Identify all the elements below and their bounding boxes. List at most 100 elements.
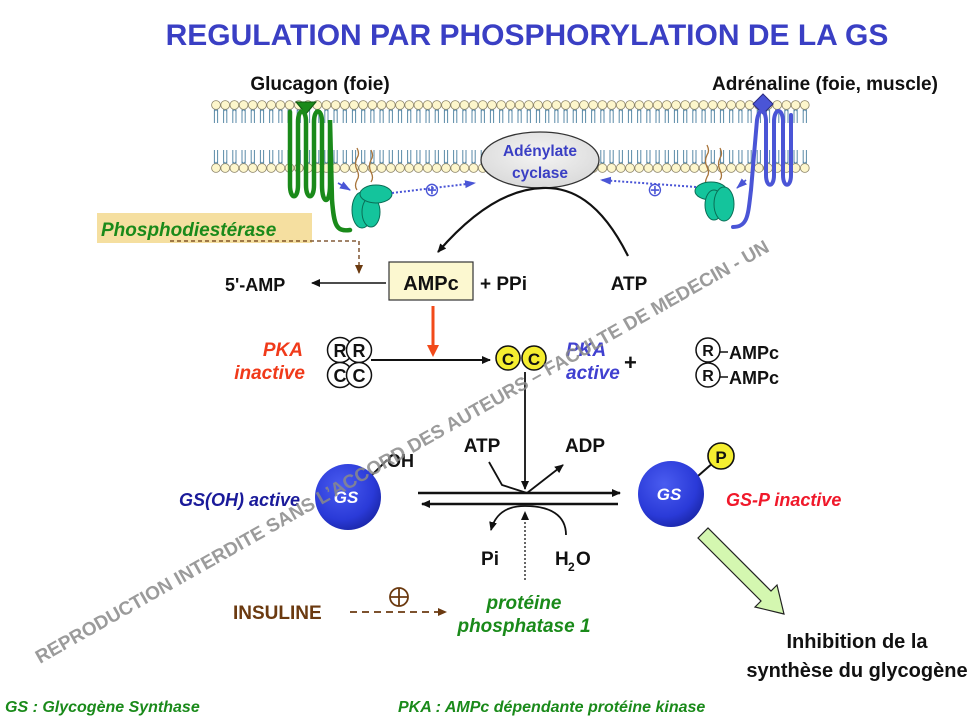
pi-release-arrow <box>489 505 526 531</box>
lipid-tail <box>729 109 734 164</box>
lipid-head <box>211 100 221 110</box>
lipid-head <box>799 163 810 173</box>
phosphate-group <box>707 442 735 470</box>
lipid-tail <box>370 109 375 164</box>
subunit-r: R <box>353 341 366 361</box>
lipid-head <box>680 100 690 110</box>
lipid-head <box>560 100 571 110</box>
lipid-tail <box>655 109 660 164</box>
lipid-head <box>551 100 562 110</box>
lipid-head <box>671 163 681 173</box>
lipid-head <box>238 100 249 110</box>
lipid-head <box>284 100 295 110</box>
lipid-head <box>597 163 608 173</box>
phosphate-label: P <box>715 448 726 467</box>
lipid-head <box>735 100 746 110</box>
lipid-tail <box>646 109 651 164</box>
lipid-head <box>661 163 672 173</box>
lipid-head <box>661 100 672 110</box>
lipid-head <box>772 100 782 110</box>
lipid-tail <box>397 109 403 164</box>
activation-plus-right-icon: ⊕ <box>647 180 663 201</box>
adenylate-cyclase-label-2: cyclase <box>512 165 568 182</box>
lipid-head <box>257 163 267 173</box>
lipid-head <box>229 100 240 110</box>
lipid-tail <box>637 109 642 164</box>
outcome-label-2: synthèse du glycogène <box>746 660 967 682</box>
lipid-head <box>579 100 589 110</box>
lipid-head <box>533 100 543 110</box>
lipid-head <box>404 163 415 173</box>
plus-sign: + <box>624 350 637 375</box>
adp-release-arrow <box>526 464 564 494</box>
lipid-head <box>431 100 442 110</box>
lipid-head <box>477 100 488 110</box>
lipid-head <box>321 100 332 110</box>
lipid-head <box>358 163 369 173</box>
lipid-tail <box>259 109 265 164</box>
lipid-head <box>634 100 644 110</box>
lipid-head <box>358 100 369 110</box>
lipid-tail <box>351 109 357 164</box>
lipid-head <box>744 100 755 110</box>
adp-reaction-label: ADP <box>565 436 605 457</box>
pka-inactive-tetramer: R R C C <box>326 336 373 389</box>
lipid-tail <box>471 109 476 164</box>
lipid-tail <box>738 109 743 164</box>
lipid-head <box>413 100 424 110</box>
atp-to-ampc-arrow <box>437 186 629 257</box>
lipid-head <box>680 163 690 173</box>
pka-definition: PKA : AMPc dépendante protéine kinase <box>398 699 705 716</box>
lipid-head <box>698 100 709 110</box>
lipid-tail <box>664 109 669 164</box>
lipid-head <box>625 100 635 110</box>
lipid-head <box>266 163 277 173</box>
pka-active-label-1: PKA <box>566 340 606 361</box>
lipid-head <box>790 100 801 110</box>
lipid-head <box>606 100 617 110</box>
pp1-label-1: protéine <box>486 593 562 614</box>
insulin-label: INSULINE <box>233 603 322 624</box>
r-ampc-complex: R R AMPc AMPc <box>695 337 779 388</box>
lipid-head <box>339 163 350 173</box>
h2o-label-o: O <box>576 549 591 570</box>
activation-plus-left-icon: ⊕ <box>424 180 440 201</box>
lipid-head <box>753 163 764 173</box>
lipid-head <box>726 163 736 173</box>
subunit-r: R <box>702 368 714 385</box>
lipid-head <box>542 100 552 110</box>
lipid-tail <box>241 109 246 164</box>
pi-label: Pi <box>481 549 499 570</box>
lipid-head <box>220 163 231 173</box>
lipid-head <box>248 100 258 110</box>
lipid-tail <box>342 109 347 164</box>
lipid-head <box>625 163 635 173</box>
lipid-head <box>211 163 221 173</box>
gs-inactive-sphere <box>638 461 704 527</box>
lipid-head <box>459 100 470 110</box>
lipid-head <box>717 100 727 110</box>
lipid-head <box>404 100 415 110</box>
h2o-label-h: H <box>555 549 569 570</box>
lipid-tail <box>710 109 715 164</box>
lipid-head <box>229 163 240 173</box>
lipid-head <box>643 163 654 173</box>
lipid-head <box>671 100 681 110</box>
ampc-activation-arrowhead <box>427 345 439 357</box>
receptor-to-gprotein-arrow-left <box>337 181 351 191</box>
atp-consumption-line <box>488 461 528 494</box>
lipid-head <box>606 163 617 173</box>
lipid-head <box>395 163 405 173</box>
page-title: REGULATION PAR PHOSPHORYLATION DE LA GS <box>166 19 889 52</box>
lipid-tail <box>324 109 329 164</box>
lipid-tail <box>453 109 458 164</box>
ppi-label: + PPi <box>480 274 527 295</box>
atp-top-label: ATP <box>611 274 648 295</box>
lipid-head <box>514 100 525 110</box>
subunit-c-active: C <box>502 350 514 369</box>
lipid-head <box>422 163 433 173</box>
lipid-tail <box>416 109 421 164</box>
subunit-r: R <box>334 341 347 361</box>
lipid-head <box>781 100 792 110</box>
lipid-head <box>257 100 267 110</box>
